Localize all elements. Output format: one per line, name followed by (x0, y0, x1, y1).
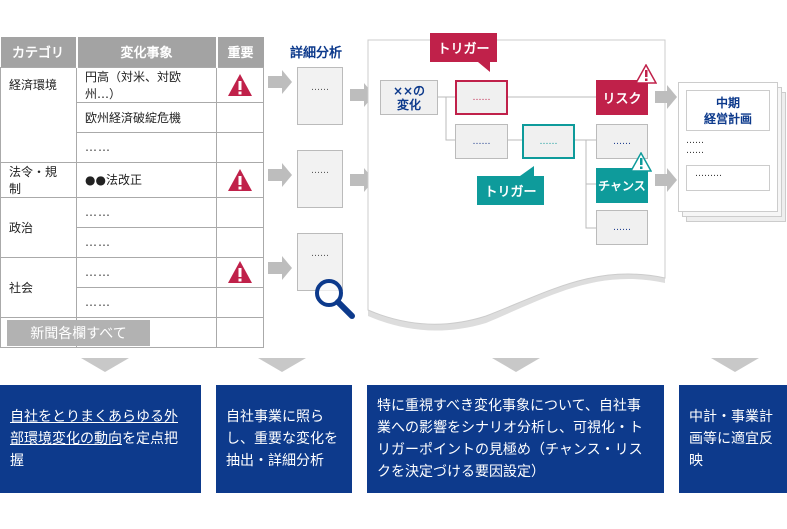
plan-title-line: 中期 (715, 96, 740, 110)
event-cell: 円高（対米、対欧州…） (76, 66, 217, 103)
chance-label: チャンス (596, 168, 648, 203)
change-box: ××の変化 (380, 80, 438, 115)
scenario-box: …… (596, 210, 648, 245)
analysis-document: …… (297, 150, 343, 208)
arrow-right-icon (268, 70, 292, 94)
step-underlined-text: 自社をとりまくあらゆる外部環境変化の動向 (10, 409, 178, 447)
analysis-title: 詳細分析 (290, 46, 343, 61)
arrow-right-icon (350, 83, 374, 107)
magnifier-icon (315, 279, 355, 319)
analysis-document: …… (297, 67, 343, 125)
category-politics: 政治 (0, 196, 77, 258)
plan-title-line: 経営計画 (703, 112, 752, 126)
event-cell: …… (76, 256, 217, 288)
header-category: カテゴリ (0, 37, 78, 67)
arrow-right-icon (350, 168, 374, 192)
arrow-right-icon (655, 168, 677, 192)
header-important: 重要 (216, 37, 264, 67)
callout-tail (478, 62, 490, 72)
chevron-down-icon (81, 358, 129, 372)
trigger-label-chance: トリガー (477, 176, 544, 205)
chevron-down-icon (492, 358, 540, 372)
event-cell: …… (76, 131, 217, 163)
analysis-document: …… (297, 233, 343, 291)
warning-icon (227, 260, 253, 284)
all-newspaper-sections-label: 新聞各欄すべて (7, 319, 150, 346)
trigger-label-risk: トリガー (430, 33, 497, 62)
chance-warning-icon (630, 152, 652, 172)
plan-inner-box: ……… (686, 165, 770, 191)
plan-text: ………… (686, 136, 704, 156)
arrow-right-icon (268, 163, 292, 187)
event-cell: ●●法改正 (76, 161, 217, 198)
arrow-right-icon (655, 85, 677, 109)
trigger-box-chance: …… (522, 124, 575, 159)
event-cell: …… (76, 196, 217, 228)
trigger-box-risk: …… (455, 80, 508, 115)
warning-icon (227, 168, 253, 192)
change-label: ××の (392, 83, 426, 98)
arrow-right-icon (268, 256, 292, 280)
callout-tail (520, 166, 534, 176)
step-monitor: 自社をとりまくあらゆる外部環境変化の動向を定点把握 (0, 385, 201, 493)
change-events-table: カテゴリ 変化事象 重要 経済環境 円高（対米、対欧州…） 欧州経済破綻危機 …… (0, 37, 264, 348)
plan-dots: …… (686, 146, 704, 156)
risk-label: リスク (596, 80, 648, 115)
category-economy: 経済環境 (0, 66, 77, 163)
event-cell: 欧州経済破綻危機 (76, 101, 217, 133)
scenario-box: …… (455, 124, 508, 159)
step-extract: 自社事業に照らし、重要な変化を抽出・詳細分析 (216, 385, 352, 493)
plan-dots: …… (686, 136, 704, 146)
header-event: 変化事象 (76, 37, 218, 67)
step-reflect: 中計・事業計画等に適宜反映 (679, 385, 787, 493)
chevron-down-icon (711, 358, 759, 372)
event-cell: …… (76, 226, 217, 258)
plan-title: 中期経営計画 (686, 90, 770, 131)
change-label: 変化 (396, 97, 421, 112)
step-text: を定点把握 (10, 431, 178, 469)
category-society: 社会 (0, 256, 77, 318)
warning-icon (227, 73, 253, 97)
risk-warning-icon (635, 64, 657, 84)
scenario-box: …… (596, 124, 648, 159)
step-scenario: 特に重視すべき変化事象について、自社事業への影響をシナリオ分析し、可視化・トリガ… (367, 385, 664, 493)
chevron-down-icon (258, 358, 306, 372)
category-law: 法令・規制 (0, 161, 77, 198)
event-cell: …… (76, 286, 217, 318)
